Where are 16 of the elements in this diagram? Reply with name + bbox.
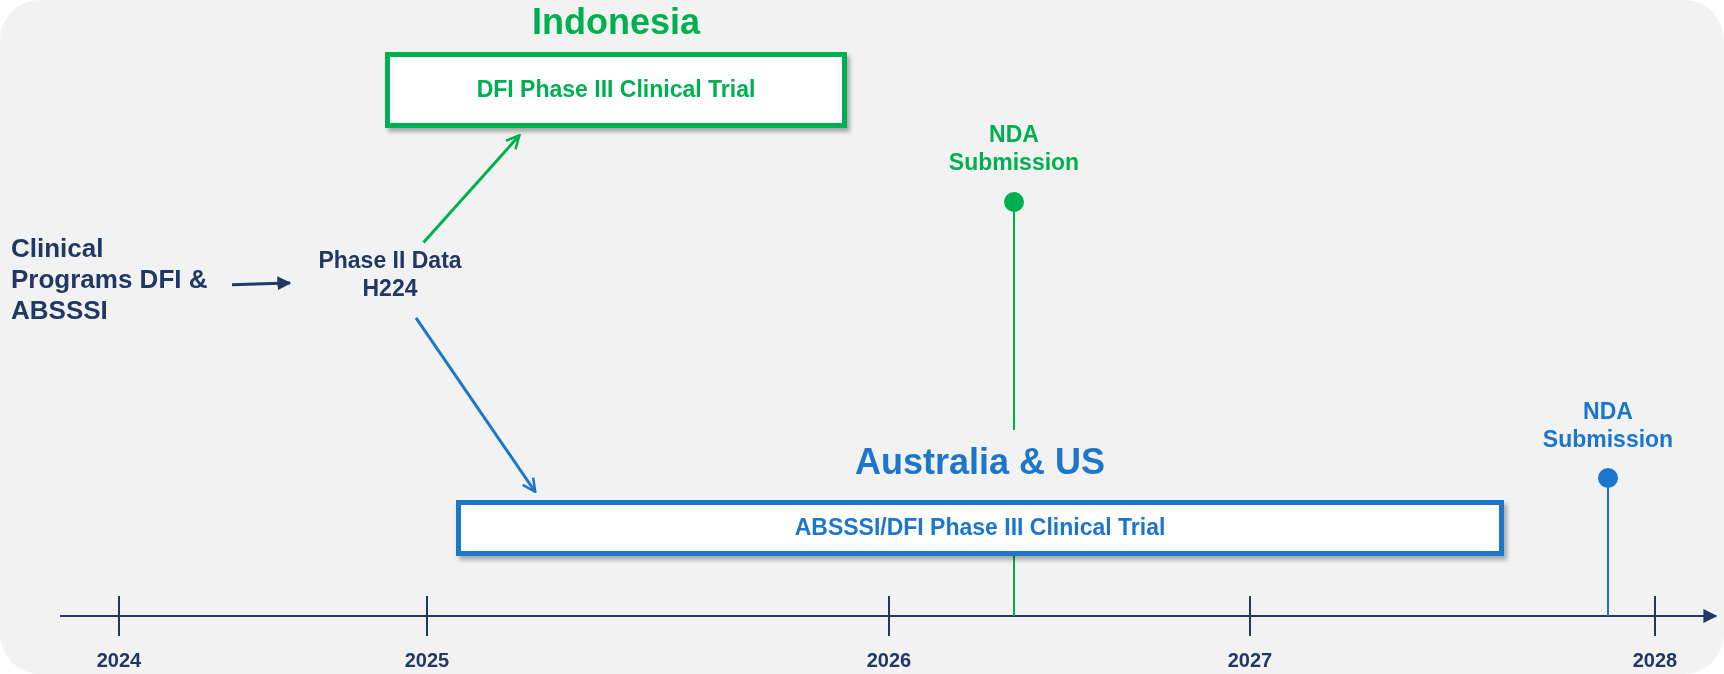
year-label: 2026 [865, 648, 913, 672]
node-label: Clinical Programs DFI & ABSSSI [11, 233, 226, 343]
milestone-label: NDA Submission [1541, 398, 1675, 454]
phase-label: ABSSSI/DFI Phase III Clinical Trial [794, 514, 1166, 542]
arrow [422, 134, 521, 244]
section-heading: Australia & US [853, 440, 1107, 484]
arrow [231, 276, 292, 291]
node-label: Phase II Data H224 [300, 247, 480, 313]
year-label: 2025 [403, 648, 451, 672]
year-label: 2027 [1226, 648, 1274, 672]
year-label: 2024 [95, 648, 143, 672]
milestone-label: NDA Submission [947, 121, 1081, 177]
arrow [414, 317, 537, 494]
section-heading: Indonesia [531, 0, 702, 44]
year-label: 2028 [1631, 648, 1679, 672]
phase-label: DFI Phase III Clinical Trial [476, 76, 756, 104]
